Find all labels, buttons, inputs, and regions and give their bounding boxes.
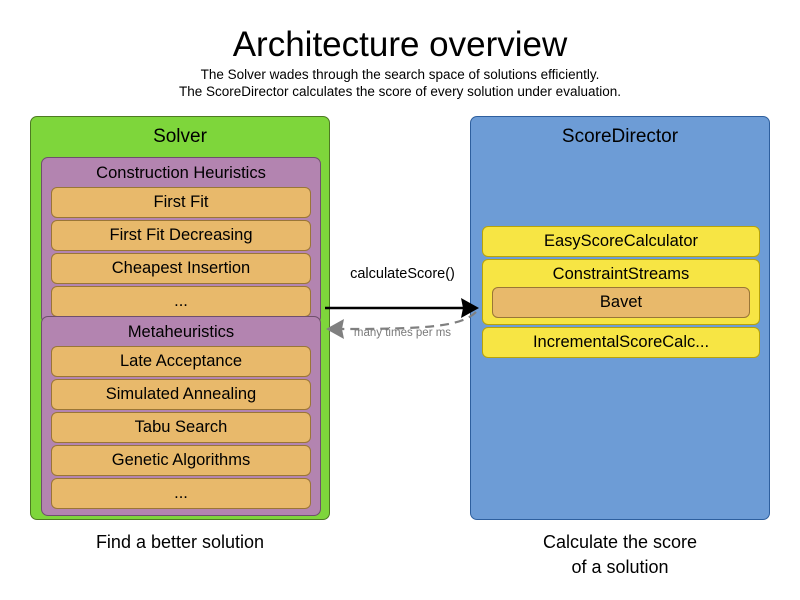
scoredirector-panel: ScoreDirector EasyScoreCalculator Constr… (470, 116, 770, 520)
group-title-metaheuristics: Metaheuristics (127, 323, 235, 341)
caption-solver-line-1: Find a better solution (95, 532, 265, 552)
arrow-label-calculate-score: calculateScore() (350, 266, 455, 282)
arrow-label-many-times-per-ms: many times per ms (353, 327, 452, 339)
list-item-easy-score-calculator[interactable]: EasyScoreCalculator (482, 226, 760, 257)
arrow-right-solid-icon (325, 298, 479, 318)
caption-scoredirector-line-1: Calculate the score (542, 532, 698, 552)
scoredirector-item-stack: EasyScoreCalculator ConstraintStreams Ba… (482, 226, 760, 360)
caption-solver: Find a better solution (30, 530, 330, 555)
list-item-late-acceptance[interactable]: Late Acceptance (51, 346, 311, 377)
solver-panel-title: Solver (153, 126, 207, 147)
group-title-construction-heuristics: Construction Heuristics (96, 164, 266, 182)
list-item-genetic-algorithms[interactable]: Genetic Algorithms (51, 445, 311, 476)
list-item-constraint-streams[interactable]: ConstraintStreams Bavet (482, 259, 760, 325)
diagram-header: Architecture overview The Solver wades t… (0, 24, 800, 100)
scoredirector-panel-title: ScoreDirector (561, 126, 679, 147)
list-item-first-fit-decreasing[interactable]: First Fit Decreasing (51, 220, 311, 251)
arrow-group-icon (325, 298, 479, 339)
caption-scoredirector-line-2: of a solution (571, 557, 669, 577)
list-item-tabu-search[interactable]: Tabu Search (51, 412, 311, 443)
list-item-construction-heuristics-more[interactable]: ... (51, 286, 311, 317)
caption-scoredirector: Calculate the score of a solution (470, 530, 770, 580)
group-construction-heuristics: Construction Heuristics First Fit First … (41, 157, 321, 324)
list-item-bavet[interactable]: Bavet (492, 287, 750, 318)
subtitle-line-1: The Solver wades through the search spac… (200, 67, 600, 82)
list-item-cheapest-insertion[interactable]: Cheapest Insertion (51, 253, 311, 284)
arrow-left-dashed-icon (326, 311, 477, 339)
solver-panel: Solver Construction Heuristics First Fit… (30, 116, 330, 520)
connector-arrows: calculateScore() many times per ms (325, 265, 480, 345)
list-item-simulated-annealing[interactable]: Simulated Annealing (51, 379, 311, 410)
list-item-constraint-streams-label: ConstraintStreams (552, 265, 690, 283)
group-metaheuristics: Metaheuristics Late Acceptance Simulated… (41, 316, 321, 516)
list-item-metaheuristics-more[interactable]: ... (51, 478, 311, 509)
list-item-first-fit[interactable]: First Fit (51, 187, 311, 218)
page-title: Architecture overview (232, 25, 568, 64)
list-item-incremental-score-calculator[interactable]: IncrementalScoreCalc... (482, 327, 760, 358)
subtitle-line-2: The ScoreDirector calculates the score o… (179, 84, 621, 99)
